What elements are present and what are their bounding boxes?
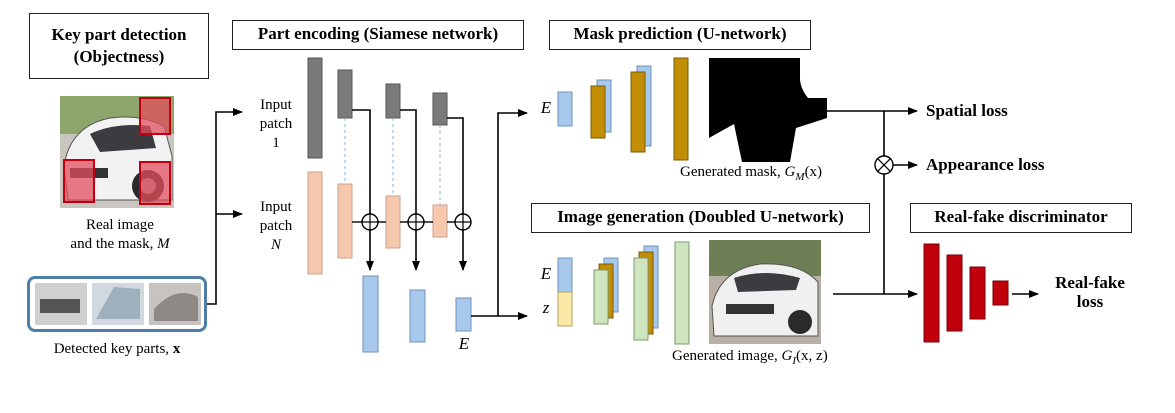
- siamese-gray-layers: [307, 57, 448, 159]
- real-fake-loss-line1: Real-fake: [1055, 273, 1125, 292]
- gray-layer-3: [385, 83, 401, 119]
- mask-symbol: M: [157, 236, 170, 252]
- discriminator-title: Real-fake discriminator: [910, 203, 1132, 233]
- gray-skip-arrows: [352, 109, 467, 271]
- gray-layer-2: [337, 69, 353, 119]
- peach-layer-1: [307, 171, 323, 275]
- disc-layer-2: [946, 254, 963, 332]
- mask-e-layer: [557, 91, 573, 127]
- key-part-title-line1: Key part detection: [51, 25, 187, 44]
- loss-routing: [827, 107, 1039, 298]
- encoded-blue-layers: [362, 275, 472, 353]
- detected-parts-box: [27, 276, 207, 332]
- gen-z-label: z: [542, 298, 550, 317]
- gen-unet-layers: [593, 241, 690, 345]
- multiply-node: [874, 155, 894, 175]
- detected-parts-text: Detected key parts,: [53, 341, 173, 357]
- gen-e-label: E: [540, 264, 552, 283]
- peach-layer-2: [337, 183, 353, 259]
- discriminator-layers: [923, 243, 1009, 343]
- gray-layer-1: [307, 57, 323, 159]
- generated-image-sub: I: [792, 355, 797, 367]
- part-encoding-title: Part encoding (Siamese network): [232, 20, 524, 50]
- gen-e-layer: [557, 257, 573, 293]
- generated-image-text: Generated image,: [672, 348, 782, 364]
- key-part-title-line2: (Objectness): [73, 47, 165, 66]
- key-part-detection-title: Key part detection (Objectness): [29, 13, 209, 79]
- mask-unet-layers: [590, 57, 689, 161]
- generated-mask-text: Generated mask,: [680, 164, 785, 180]
- generated-car-image: [709, 240, 821, 344]
- generated-image-arg: (x, z): [796, 348, 828, 364]
- mask-prediction-title: Mask prediction (U-network): [549, 20, 811, 50]
- generated-image-g: G: [781, 348, 793, 364]
- generated-mask-g: G: [784, 164, 796, 180]
- input-patch-1-line3: 1: [272, 135, 280, 151]
- disc-layer-4: [992, 280, 1009, 306]
- input-patch-1-label: Input patch 1: [248, 96, 304, 153]
- disc-layer-3: [969, 266, 986, 320]
- sum-node-crosses: [362, 214, 471, 230]
- input-patch-1-line2: patch: [259, 116, 293, 132]
- image-generation-title: Image generation (Doubled U-network): [531, 203, 870, 233]
- gray-layer-4: [432, 92, 448, 126]
- real-car-image: [60, 96, 174, 208]
- gen-input-layers: [557, 257, 573, 327]
- real-fake-loss-label: Real-fake loss: [1040, 273, 1140, 311]
- encoding-e-label: E: [458, 334, 470, 353]
- generated-mask-caption: Generated mask, GM(x): [680, 163, 880, 187]
- input-patch-n-line2: patch: [259, 218, 293, 234]
- shared-weight-links: [344, 118, 441, 205]
- input-patch-n-line3: N: [270, 237, 281, 253]
- mask-e-label: E: [540, 98, 552, 117]
- real-image-caption-text: and the mask,: [70, 236, 158, 252]
- generated-mask-sub: M: [795, 171, 805, 183]
- spatial-loss-label: Spatial loss: [926, 101, 1008, 120]
- gen-z-layer: [557, 291, 573, 327]
- peach-layer-3: [385, 195, 401, 249]
- blue-out-1: [362, 275, 379, 353]
- input-branch-arrows: [207, 108, 243, 305]
- input-patch-n-label: Input patch N: [248, 198, 304, 255]
- generated-mask-arg: (x): [804, 164, 823, 180]
- real-image-caption-line1: Real image: [86, 217, 154, 233]
- real-image-caption-line2: and the mask, M: [40, 235, 200, 254]
- real-image-caption: Real image and the mask, M: [40, 216, 200, 254]
- peach-layer-4: [432, 204, 448, 238]
- input-patch-1-line1: Input: [260, 97, 292, 113]
- blue-out-2: [409, 289, 426, 343]
- disc-layer-1: [923, 243, 940, 343]
- input-patch-n-line1: Input: [260, 199, 292, 215]
- generated-image-caption: Generated image, GI(x, z): [672, 347, 882, 371]
- siamese-peach-layers: [307, 171, 448, 275]
- generated-mask-image: [709, 58, 827, 162]
- blue-out-3: [455, 297, 472, 332]
- parts-symbol: x: [172, 341, 181, 357]
- appearance-loss-label: Appearance loss: [926, 155, 1045, 174]
- encoding-fork-arrows: [471, 109, 528, 320]
- real-fake-loss-line2: loss: [1076, 292, 1104, 311]
- detected-parts-caption: Detected key parts, x: [22, 340, 212, 359]
